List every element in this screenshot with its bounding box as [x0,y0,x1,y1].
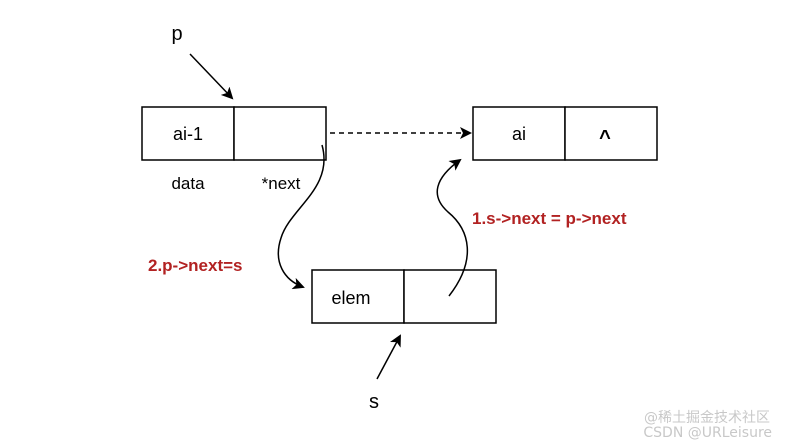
node-next-next-cell [564,106,658,161]
pointer-p-arrow [189,53,234,100]
node-next-data-cell [472,106,566,161]
watermark-line-1: @稀土掘金技术社区 [644,410,770,426]
node-new: elem [311,269,497,324]
node-next-null-marker: ^ [599,127,611,149]
pointer-p-label: p [171,23,182,45]
pointer-s-label: s [369,391,379,413]
step2-link-curve [277,144,325,290]
pointer-s-arrow [376,334,401,380]
step2-label: 2.p->next=s [148,256,243,275]
node-new-data-value: elem [331,288,370,308]
node-prev-data-value: ai-1 [173,124,203,144]
field-label-next: *next [262,174,301,193]
step1-label: 1.s->next = p->next [472,209,627,228]
field-label-data: data [171,174,205,193]
node-prev-next-cell [233,106,327,161]
node-next-data-value: ai [512,124,526,144]
node-new-next-cell [403,269,497,324]
node-prev: ai-1 [141,106,327,161]
node-new-data-cell [311,269,405,324]
step1-link-curve [436,158,469,297]
node-next: ai ^ [472,106,658,161]
node-prev-data-cell [141,106,235,161]
watermark-line-2: CSDN @URLeisure [643,425,772,441]
